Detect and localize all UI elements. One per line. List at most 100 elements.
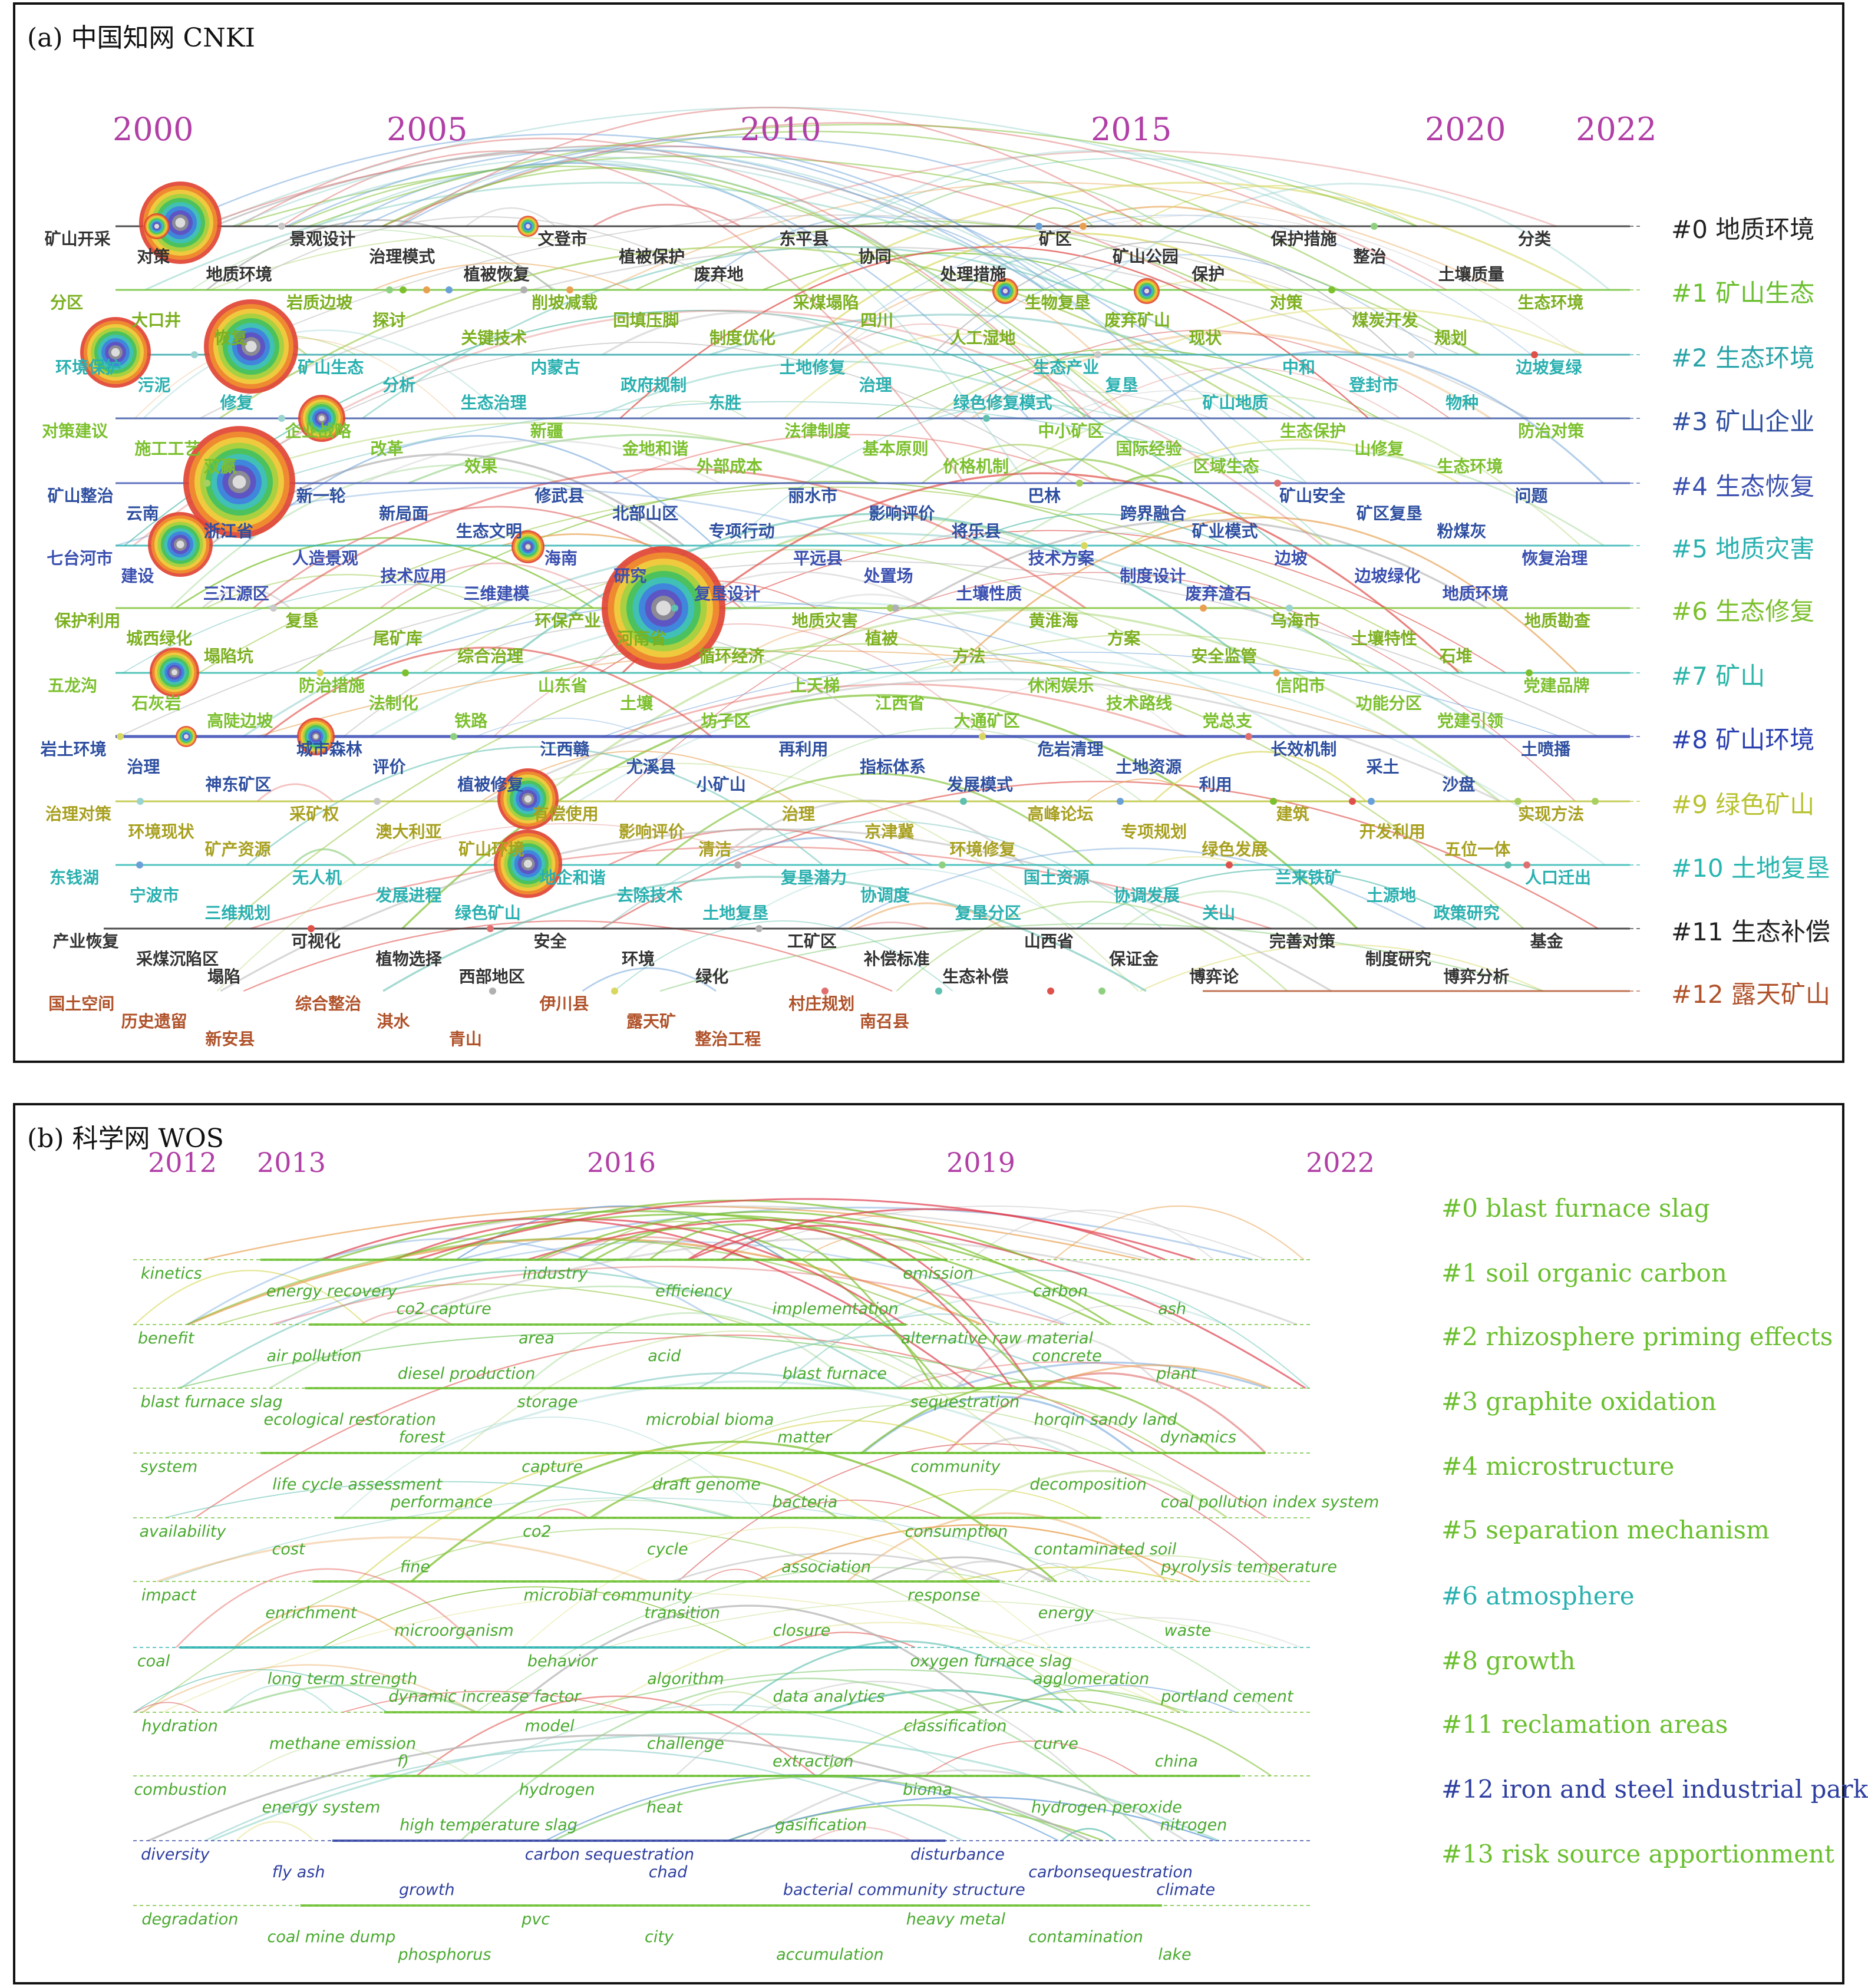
keyword-dot bbox=[1081, 542, 1088, 549]
link-arc bbox=[783, 333, 1136, 419]
keyword-label: 环境保护 bbox=[55, 358, 122, 377]
keyword-dot bbox=[1273, 669, 1280, 676]
link-arc bbox=[1057, 390, 1294, 419]
link-arc bbox=[966, 1469, 1228, 1519]
keyword-label: 方法 bbox=[952, 646, 986, 666]
keyword-label: 协调度 bbox=[860, 886, 910, 905]
keyword-label: 京津冀 bbox=[864, 822, 915, 841]
link-arc bbox=[592, 203, 741, 227]
keyword-label: transition bbox=[644, 1604, 720, 1622]
link-arc bbox=[950, 516, 1578, 673]
link-arc bbox=[754, 1524, 1198, 1583]
link-arc bbox=[536, 1211, 1113, 1326]
link-arc bbox=[176, 1568, 480, 1648]
keyword-label: 矿山环境 bbox=[458, 840, 525, 859]
keyword-node bbox=[497, 768, 559, 830]
keyword-label: 可视化 bbox=[291, 932, 341, 951]
keyword-label: 土壤特性 bbox=[1351, 629, 1417, 648]
keyword-dot bbox=[1368, 798, 1375, 805]
keyword-label: 信阳市 bbox=[1275, 676, 1325, 695]
keyword-label: 绿化 bbox=[695, 967, 729, 986]
keyword-label: enrichment bbox=[265, 1604, 357, 1622]
link-arc bbox=[655, 772, 1094, 866]
keyword-label: 四川 bbox=[860, 311, 894, 330]
link-arc bbox=[157, 1536, 649, 1583]
keyword-label: 采煤沉陷区 bbox=[136, 949, 219, 969]
keyword-node bbox=[150, 648, 199, 697]
keyword-dot bbox=[1504, 861, 1511, 868]
link-arc bbox=[527, 1218, 1306, 1389]
cluster-label: #1 soil organic carbon bbox=[1441, 1259, 1727, 1287]
link-arc bbox=[915, 394, 1581, 546]
keyword-label: storage bbox=[517, 1393, 578, 1411]
keyword-label: 问题 bbox=[1514, 486, 1548, 506]
keyword-label: pyrolysis temperature bbox=[1161, 1558, 1338, 1576]
year-label: 2010 bbox=[740, 111, 821, 148]
keyword-label: growth bbox=[399, 1881, 455, 1899]
link-arc bbox=[466, 207, 556, 227]
link-arc bbox=[593, 1405, 1228, 1518]
link-arc bbox=[615, 683, 1187, 738]
keyword-label: 土地复垦 bbox=[702, 903, 769, 923]
link-arc bbox=[216, 342, 1074, 484]
panel-a-title: (a) 中国知网 CNKI bbox=[27, 23, 255, 53]
link-arc bbox=[649, 1223, 935, 1389]
keyword-label: challenge bbox=[646, 1735, 724, 1753]
year-label: 2022 bbox=[1576, 111, 1657, 148]
link-arc bbox=[911, 519, 1487, 609]
link-arc bbox=[173, 133, 1179, 356]
keyword-label: 国际经验 bbox=[1115, 439, 1182, 458]
link-arc bbox=[954, 1333, 1164, 1389]
keyword-label: air pollution bbox=[266, 1347, 362, 1365]
keyword-label: 矿山生态 bbox=[298, 358, 364, 377]
link-arc bbox=[245, 1739, 470, 1776]
link-arc bbox=[408, 434, 878, 484]
keyword-label: 法制化 bbox=[368, 694, 418, 713]
year-label: 2019 bbox=[946, 1147, 1016, 1178]
keyword-label: 尾矿库 bbox=[373, 629, 423, 648]
panel-b-timelines bbox=[133, 1259, 1312, 1907]
keyword-label: 跨界融合 bbox=[1120, 504, 1187, 523]
keyword-label: model bbox=[524, 1717, 575, 1735]
cluster-label: #5 地质灾害 bbox=[1671, 534, 1815, 563]
link-arc bbox=[847, 1512, 1167, 1583]
link-arc bbox=[536, 1508, 589, 1518]
keyword-label: 基金 bbox=[1530, 932, 1563, 951]
keyword-label: cost bbox=[272, 1540, 305, 1558]
keyword-dot bbox=[983, 415, 990, 422]
link-arc bbox=[232, 146, 1076, 291]
link-arc bbox=[824, 1689, 1062, 1713]
keyword-label: 防治对策 bbox=[1518, 421, 1585, 441]
keyword-dot bbox=[1523, 861, 1530, 868]
keyword-label: 发展模式 bbox=[947, 775, 1014, 794]
link-arc bbox=[921, 444, 1117, 484]
keyword-label: 制度研究 bbox=[1365, 949, 1431, 969]
cluster-label: #2 rhizosphere priming effects bbox=[1441, 1322, 1833, 1351]
year-label: 2015 bbox=[1091, 111, 1172, 148]
keyword-label: 地质环境 bbox=[206, 265, 272, 284]
keyword-node bbox=[517, 216, 539, 237]
link-arc bbox=[1090, 183, 1610, 291]
keyword-label: 采煤塌陷 bbox=[793, 293, 859, 312]
link-arc bbox=[777, 1269, 1310, 1389]
keyword-label: capture bbox=[522, 1458, 583, 1476]
keyword-label: 分区 bbox=[50, 293, 84, 312]
link-arc bbox=[596, 1622, 1180, 1713]
keyword-label: 岩质边坡 bbox=[286, 293, 353, 312]
link-arc bbox=[460, 1677, 1153, 1841]
link-arc bbox=[162, 1592, 1177, 1713]
cluster-label: #7 矿山 bbox=[1671, 662, 1765, 691]
year-label: 2000 bbox=[113, 111, 194, 148]
keyword-label: 方案 bbox=[1107, 629, 1141, 648]
keyword-label: 边坡绿化 bbox=[1354, 566, 1421, 586]
keyword-label: data analytics bbox=[773, 1688, 885, 1706]
keyword-label: 山东省 bbox=[537, 676, 588, 695]
link-arc bbox=[1142, 307, 1585, 356]
keyword-label: 煤炭开发 bbox=[1352, 311, 1418, 330]
link-arc bbox=[144, 181, 1073, 291]
keyword-node bbox=[139, 181, 222, 264]
cluster-label: #1 矿山生态 bbox=[1671, 279, 1815, 308]
keyword-dot bbox=[1094, 351, 1101, 358]
keyword-label: disturbance bbox=[910, 1845, 1005, 1864]
